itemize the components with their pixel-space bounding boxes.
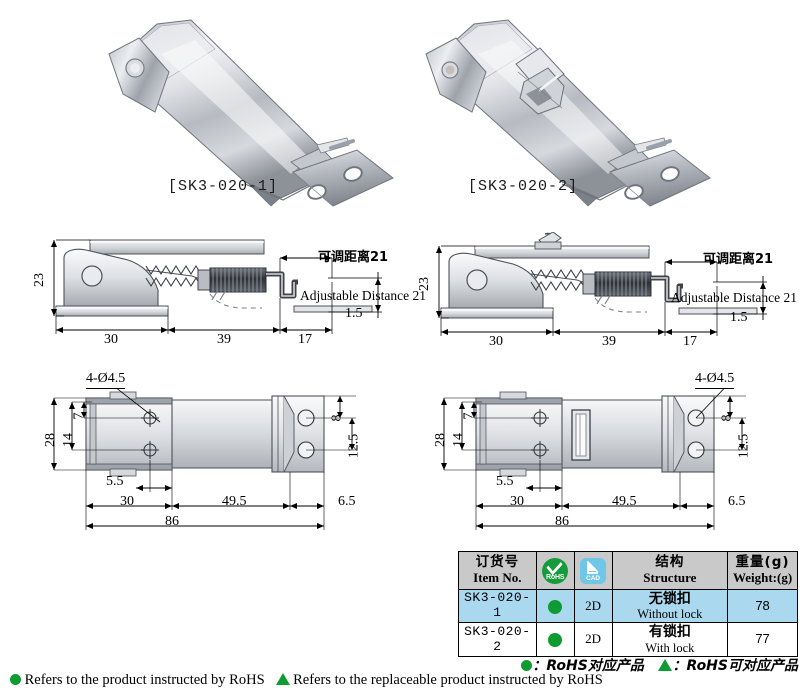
plan2-dim-len-total: 86 [555, 514, 569, 529]
rohs-icon-text: RoHS [546, 574, 565, 582]
plan1-dim-offset: 5.5 [106, 474, 124, 489]
side1-adjustable-label-cn: 可调距离21 [318, 250, 389, 265]
side-view-drawing-1 [51, 239, 382, 334]
plan2-dim-right-top: 8 [719, 414, 735, 422]
plan1-dim-width-top: 7 [71, 412, 87, 420]
header-structure-en: Structure [643, 569, 697, 585]
side1-dim-seg-b: 39 [217, 332, 231, 347]
legend-triangle-icon [658, 659, 673, 671]
table-header-row: 订货号 Item No. RoHS CAD 结构 [458, 551, 798, 590]
side1-dim-seg-c: 17 [298, 332, 312, 347]
plan1-dim-len-c: 6.5 [338, 494, 356, 509]
plan2-dim-width-total: 28 [433, 433, 448, 447]
legend-tri-en-text: Refers to the replaceable product instru… [293, 672, 603, 688]
side2-dim-seg-b: 39 [602, 334, 616, 349]
plan2-dim-width-top: 7 [461, 412, 477, 420]
cell-cad[interactable]: 2D [573, 588, 613, 624]
header-structure: 结构 Structure [611, 551, 729, 590]
plan1-dim-right-top: 8 [329, 414, 345, 422]
plan-view-drawing-2 [441, 388, 746, 530]
side1-dim-seg-a: 30 [104, 332, 118, 347]
header-cad: CAD [573, 551, 613, 590]
legend-dot-icon [521, 660, 533, 671]
legend-dot-en-text: Refers to the product instructed by RoHS [24, 672, 265, 688]
header-item-no-en: Item No. [473, 569, 522, 585]
plan1-hole-callout: 4-Ø4.5 [86, 371, 126, 389]
plan2-dim-right-mid: 12.5 [736, 433, 752, 459]
plan2-dim-len-b: 49.5 [612, 494, 637, 509]
legend-dot-icon-en [10, 674, 21, 685]
side2-dim-seg-a: 30 [489, 334, 503, 349]
product-photo-1 [108, 19, 394, 207]
header-weight-en: Weight:(g) [732, 569, 793, 585]
product-photo-2 [425, 19, 711, 207]
plan1-dim-right-mid: 12.5 [346, 433, 362, 459]
cell-weight: 78 [727, 588, 798, 624]
cell-structure-cn: 有锁扣 [648, 624, 691, 641]
header-weight-cn: 重量(g) [735, 554, 790, 571]
side2-dim-height: 23 [417, 277, 432, 291]
cell-structure-en: With lock [645, 640, 695, 655]
side1-adjustable-label-en: Adjustable Distance 21 [300, 288, 426, 303]
side2-adjustable-label-cn: 可调距离21 [703, 252, 774, 267]
rohs-icon: RoHS [542, 556, 569, 584]
table-row[interactable]: SK3-020-2 2D 有锁扣 With lock 77 [458, 622, 798, 657]
plan2-dim-offset: 5.5 [496, 474, 514, 489]
side2-adjustable-label-en: Adjustable Distance 21 [671, 290, 797, 305]
header-structure-cn: 结构 [655, 554, 685, 571]
header-item-no-cn: 订货号 [475, 554, 520, 571]
plan1-dim-width-inner: 14 [61, 433, 76, 447]
cad-icon[interactable]: CAD [580, 557, 607, 584]
plan1-dim-len-total: 86 [165, 514, 179, 529]
side-view-drawing-2 [436, 232, 767, 336]
product-label-1: [SK3-020-1] [168, 178, 279, 195]
cell-item-no: SK3-020-1 [458, 588, 537, 624]
legend-english: Refers to the product instructed by RoHS… [10, 672, 798, 689]
cell-structure-en: Without lock [637, 607, 703, 622]
side2-dim-gap: 1.5 [730, 310, 748, 325]
plan2-dim-len-c: 6.5 [728, 494, 746, 509]
header-weight: 重量(g) Weight:(g) [727, 551, 798, 590]
plan2-dim-width-inner: 14 [451, 433, 466, 447]
side2-dim-seg-c: 17 [683, 334, 697, 349]
table-row[interactable]: SK3-020-1 2D 无锁扣 Without lock 78 [458, 588, 798, 624]
legend-tri-cn-text: ：RoHS可对应产品 [672, 658, 798, 674]
legend-dot-cn-text: ：RoHS对应产品 [532, 658, 644, 674]
plan2-dim-len-a: 30 [510, 494, 524, 509]
rohs-dot-icon [548, 599, 563, 614]
cell-structure-cn: 无锁扣 [648, 591, 691, 607]
rohs-check-icon [546, 556, 563, 575]
cell-rohs [535, 622, 575, 657]
plan-view-drawing-1 [51, 388, 356, 530]
cell-rohs [535, 588, 575, 624]
cad-icon-text: CAD [586, 575, 601, 583]
rohs-dot-icon [548, 633, 563, 648]
cad-page-icon [587, 560, 599, 574]
cell-weight: 77 [727, 622, 798, 657]
cell-structure: 有锁扣 With lock [611, 622, 729, 657]
header-item-no: 订货号 Item No. [458, 551, 537, 590]
plan1-dim-len-a: 30 [120, 494, 134, 509]
plan2-hole-callout: 4-Ø4.5 [695, 371, 735, 389]
specification-table: 订货号 Item No. RoHS CAD 结构 [458, 551, 798, 657]
legend-chinese: ：RoHS对应产品 ：RoHS可对应产品 [521, 655, 798, 675]
side1-dim-gap: 1.5 [345, 306, 363, 321]
cell-cad[interactable]: 2D [573, 622, 613, 657]
cell-item-no: SK3-020-2 [458, 622, 537, 657]
side1-dim-height: 23 [32, 273, 47, 287]
cell-structure: 无锁扣 Without lock [611, 588, 729, 624]
header-rohs: RoHS [535, 551, 575, 590]
plan1-dim-len-b: 49.5 [222, 494, 247, 509]
product-label-2: [SK3-020-2] [468, 178, 579, 195]
legend-triangle-icon-en [275, 673, 290, 685]
plan1-dim-width-total: 28 [43, 433, 58, 447]
